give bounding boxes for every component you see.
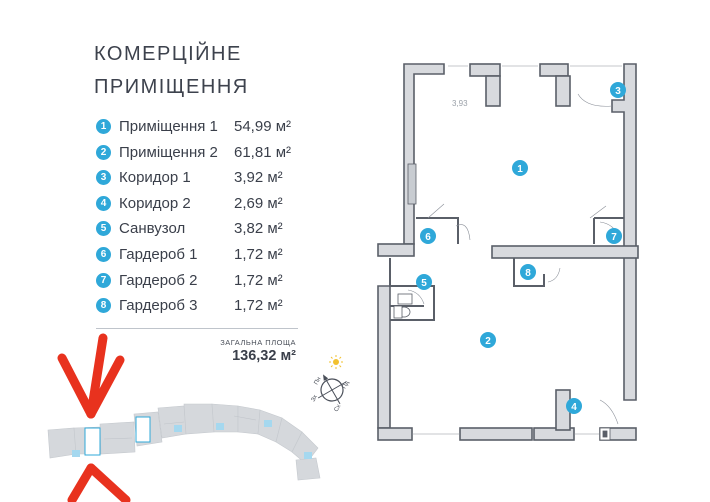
room-name: Коридор 2 <box>119 194 191 212</box>
room-number-badge: 8 <box>96 298 111 314</box>
list-item-room-1: 1 Приміщення 1 54,99 м² <box>96 118 306 144</box>
room-name: Приміщення 1 <box>119 118 218 135</box>
fixtures <box>393 163 611 441</box>
room-number-badge: 3 <box>96 170 111 186</box>
room-list: 1 Приміщення 1 54,99 м² 2 Приміщення 2 6… <box>96 118 306 323</box>
list-item-room-6: 6 Гардероб 1 1,72 м² <box>96 246 306 272</box>
plan-details <box>407 65 622 435</box>
room-number-badge: 4 <box>96 195 111 211</box>
room-number-badge: 6 <box>96 246 111 262</box>
room-area: 3,92 м² <box>234 169 283 187</box>
room-name: Гардероб 3 <box>119 297 198 315</box>
room-number-badge: 5 <box>96 221 111 237</box>
room-name: Санвузол <box>119 220 186 238</box>
room-number-badge: 7 <box>96 272 111 288</box>
room-area: 3,82 м² <box>234 220 283 238</box>
room-area: 61,81 м² <box>234 143 292 161</box>
building-markers <box>72 420 312 459</box>
title-line-1: КОМЕРЦІЙНЕ <box>94 43 242 65</box>
room-number-badge: 2 <box>96 144 111 160</box>
room-area: 1,72 м² <box>234 271 283 289</box>
floor-plan-walls <box>377 63 639 441</box>
list-item-room-2: 2 Приміщення 2 61,81 м² <box>96 144 306 170</box>
list-item-room-5: 5 Санвузол 3,82 м² <box>96 220 306 246</box>
selected-unit-highlight <box>84 427 101 456</box>
room-area: 1,72 м² <box>234 245 283 263</box>
compass-label-west: Зх <box>311 394 320 403</box>
room-marker-6: 6 <box>425 232 431 243</box>
list-item-room-4: 4 Коридор 2 2,69 м² <box>96 195 306 221</box>
compass-icon: Пн Зх Пд Сх <box>311 355 351 413</box>
site-location-map <box>47 333 321 502</box>
page-title: КОМЕРЦІЙНЕ ПРИМІЩЕННЯ <box>94 38 354 104</box>
list-item-room-7: 7 Гардероб 2 1,72 м² <box>96 272 306 298</box>
room-marker-3: 3 <box>615 86 621 97</box>
compass-label-east: Сх <box>334 404 343 413</box>
room-area: 54,99 м² <box>234 118 292 135</box>
title-line-2: ПРИМІЩЕННЯ <box>94 76 249 98</box>
sun-icon <box>329 355 343 369</box>
room-area: 2,69 м² <box>234 194 283 212</box>
room-name: Гардероб 2 <box>119 271 198 289</box>
room-marker-2: 2 <box>485 336 491 347</box>
room-marker-7: 7 <box>611 232 617 243</box>
room-area: 1,72 м² <box>234 297 283 315</box>
room-name: Приміщення 2 <box>119 143 218 161</box>
room-number-badge: 1 <box>96 119 111 134</box>
arrow-up-icon <box>67 463 131 502</box>
floor-plan: 3,93 1 2 3 4 5 6 7 8 <box>377 63 639 441</box>
selected-unit-highlight-2 <box>135 416 151 443</box>
inner-rooms <box>389 217 624 321</box>
divider <box>96 328 298 329</box>
total-area-label: ЗАГАЛЬНА ПЛОЩА <box>220 338 296 347</box>
arrow-down-icon <box>57 333 125 419</box>
room-markers <box>416 82 626 414</box>
compass-label-south: Пд <box>342 380 351 390</box>
room-name: Коридор 1 <box>119 169 191 187</box>
room-marker-8: 8 <box>525 268 531 279</box>
room-marker-5: 5 <box>421 278 427 289</box>
list-item-room-8: 8 Гардероб 3 1,72 м² <box>96 297 306 323</box>
room-marker-4: 4 <box>571 402 577 413</box>
room-marker-1: 1 <box>517 164 523 175</box>
room-name: Гардероб 1 <box>119 245 198 263</box>
compass-label-north: Пн <box>314 376 323 386</box>
list-item-room-3: 3 Коридор 1 3,92 м² <box>96 169 306 195</box>
dimension-label: 3,93 <box>452 99 468 108</box>
total-area-value: 136,32 м² <box>232 348 296 364</box>
building-lines <box>103 415 257 440</box>
